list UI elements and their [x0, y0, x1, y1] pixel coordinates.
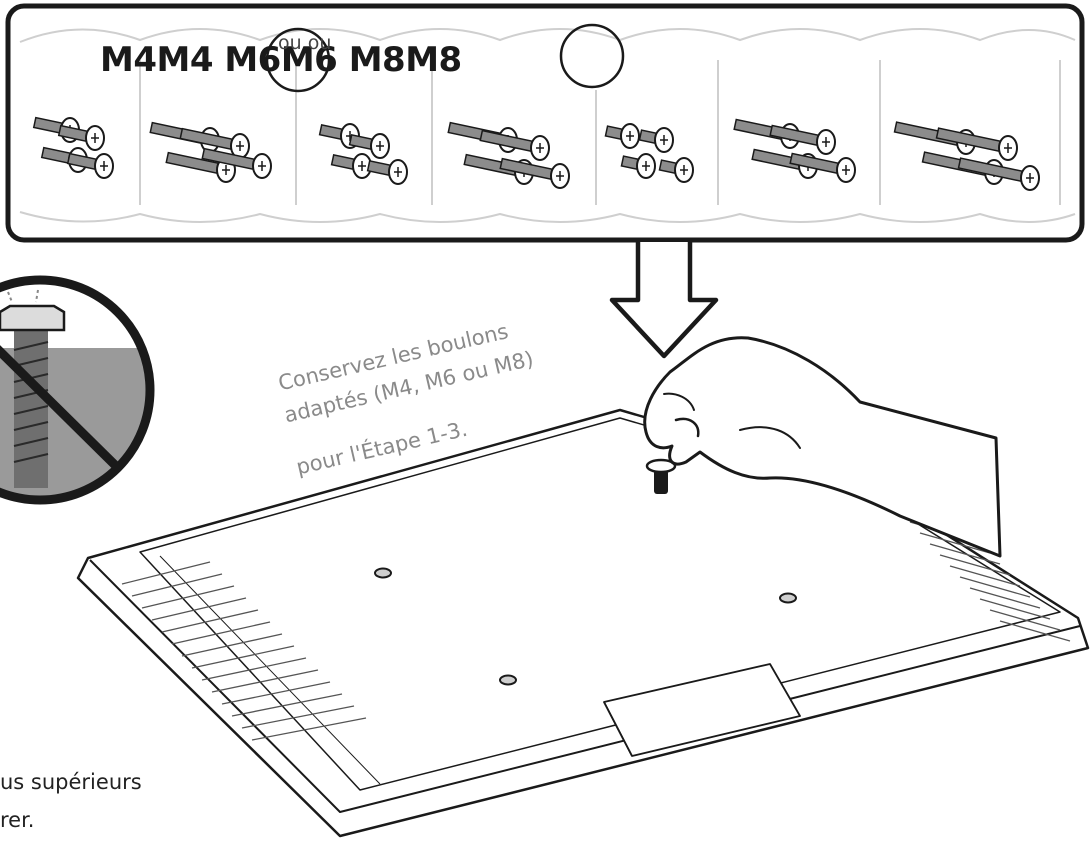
no-bolt-warning-icon [0, 275, 155, 505]
or-label: ou ou [278, 32, 332, 54]
size-label-m4-b: M4 [156, 40, 214, 80]
vent-slot [141, 585, 235, 609]
bolt-icon [66, 152, 114, 179]
bolt-icon [201, 147, 272, 179]
vent-slot [989, 609, 1061, 631]
caption-line-2: rer. [0, 808, 35, 832]
bolt-groups [32, 116, 1040, 191]
or-marker-2 [559, 23, 625, 89]
bolt-icon [638, 127, 674, 153]
bolt-icon [604, 123, 640, 149]
vent-slot [231, 693, 343, 717]
size-label-m6-b: M6 [280, 40, 338, 80]
bolt-icon [179, 127, 250, 159]
size-label-m4-a: M4 [100, 40, 157, 80]
vent-slot [181, 633, 283, 657]
vent-slot [161, 609, 259, 633]
vent-slot [221, 681, 331, 705]
removed-bolt-icon [645, 458, 677, 494]
vent-slot [151, 597, 247, 621]
bolt-panel-frame [5, 3, 1085, 243]
bolt-icon [57, 124, 105, 151]
size-label-m6-a: M6 [224, 40, 281, 80]
bolt-icon [499, 157, 570, 189]
bolt-icon [769, 124, 836, 155]
vent-slot [919, 532, 991, 554]
vent-slot [959, 576, 1031, 598]
caption-line-1: us supérieurs [0, 770, 142, 794]
bolt-icon [957, 157, 1040, 191]
or-marker-1 [265, 27, 331, 93]
vent-slot [929, 543, 1001, 565]
vent-slot [939, 554, 1011, 576]
bolt-icon [348, 133, 390, 159]
vent-slot [121, 561, 211, 585]
bolt-icon [620, 153, 656, 179]
down-arrow-icon [609, 242, 719, 359]
vent-slot [131, 573, 223, 597]
bolt-icon [479, 129, 550, 161]
vent-slot [949, 565, 1021, 587]
vent-slot [251, 717, 367, 741]
vesa-holes [374, 567, 797, 686]
bolt-size-labels: M4M4 M6M6 M8M8 [100, 40, 462, 80]
bolt-icon [789, 152, 856, 183]
vent-slot [201, 657, 307, 681]
bolt-icon [330, 153, 372, 179]
bolt-icon [658, 157, 694, 183]
vent-slot [191, 645, 295, 669]
size-label-m8-a: M8 [348, 40, 406, 80]
vent-slot [969, 587, 1041, 609]
bolt-icon [366, 159, 408, 185]
vent-slot [211, 669, 319, 693]
size-label-m8-b: M8 [405, 40, 462, 80]
hand-icon [643, 336, 1002, 558]
vent-slot [979, 598, 1051, 620]
tv-vent-grilles [121, 499, 1071, 741]
vent-slot [171, 621, 271, 645]
bolt-icon [935, 127, 1018, 161]
vent-slot [999, 620, 1071, 642]
bolt-tray-bumps [19, 28, 1076, 223]
vent-slot [241, 705, 355, 729]
